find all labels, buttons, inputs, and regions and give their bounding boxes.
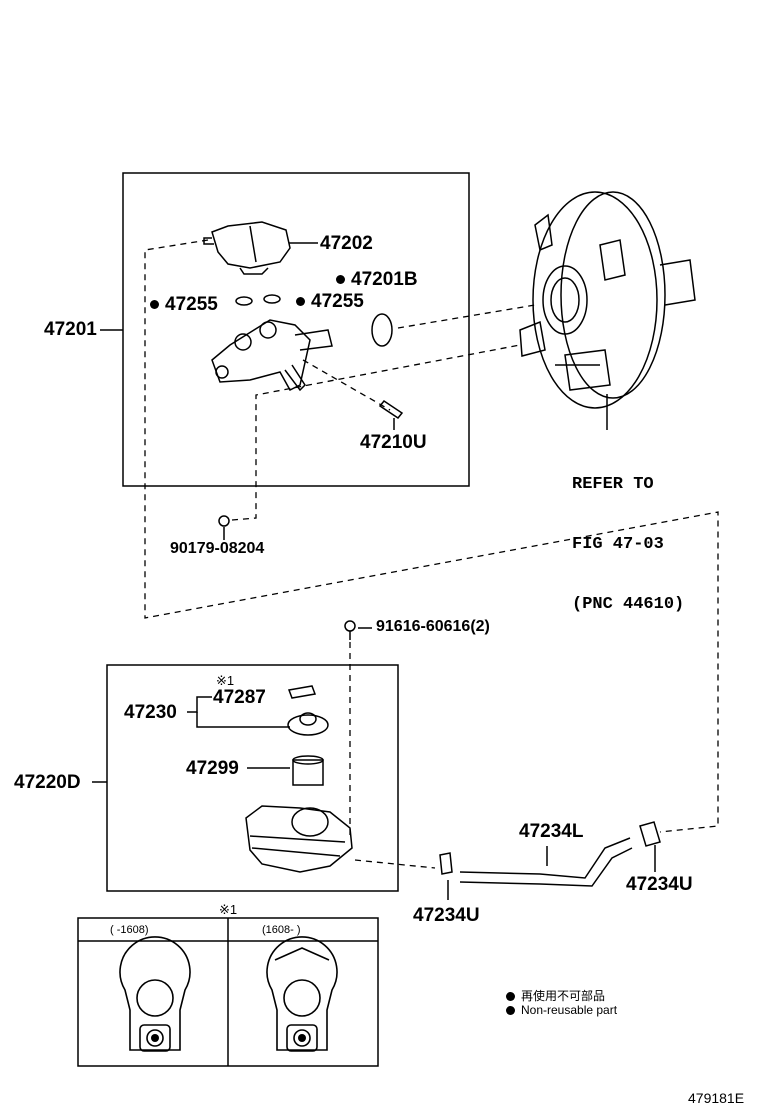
legend-en: Non-reusable part xyxy=(506,1003,617,1017)
refer-line-1: REFER TO xyxy=(572,475,654,494)
legend-jp: 再使用不可部品 xyxy=(506,987,605,1004)
refer-note[interactable]: REFER TO FIG 47-03 (PNC 44610) xyxy=(572,435,684,635)
legend-dot-icon xyxy=(506,992,515,1002)
part-47234l-label[interactable]: 47234L xyxy=(519,821,584,842)
legend-dot-icon xyxy=(506,1006,515,1016)
part-47202-label[interactable]: 47202 xyxy=(320,233,373,254)
part-47220d-label[interactable]: 47220D xyxy=(14,772,81,793)
non-reusable-dot-icon xyxy=(296,297,305,307)
refer-line-2: FIG 47-03 xyxy=(572,535,664,554)
reservoir-box xyxy=(106,664,399,892)
refer-line-3: (PNC 44610) xyxy=(572,595,685,614)
part-47201b-text: 47201B xyxy=(351,269,418,290)
legend-jp-text: 再使用不可部品 xyxy=(521,989,606,1003)
part-47255-right-label[interactable]: 47255 xyxy=(296,292,364,311)
part-47201-label[interactable]: 47201 xyxy=(44,319,97,340)
non-reusable-dot-icon xyxy=(336,275,345,285)
part-91616-label[interactable]: 91616-60616(2) xyxy=(376,618,490,635)
note-mark-lower: ※1 xyxy=(219,902,238,917)
part-47210u-label[interactable]: 47210U xyxy=(360,432,427,453)
non-reusable-dot-icon xyxy=(150,300,159,310)
legend-en-text: Non-reusable part xyxy=(521,1003,618,1017)
part-47201b-label[interactable]: 47201B xyxy=(336,270,418,289)
part-47255-left-label[interactable]: 47255 xyxy=(150,295,218,314)
part-90179-label[interactable]: 90179-08204 xyxy=(170,540,265,557)
variant-right-header: (1608- ) xyxy=(262,924,301,936)
note-mark-upper: ※1 xyxy=(216,673,235,688)
part-47299-label[interactable]: 47299 xyxy=(186,758,239,779)
variant-left-header: ( -1608) xyxy=(110,924,149,936)
figure-number: 479181E xyxy=(688,1090,745,1106)
part-47255-right-text: 47255 xyxy=(311,291,364,312)
part-47255-left-text: 47255 xyxy=(165,294,218,315)
part-47287-label[interactable]: 47287 xyxy=(213,687,266,708)
part-47234u-right-label[interactable]: 47234U xyxy=(626,874,693,895)
part-47230-label[interactable]: 47230 xyxy=(124,702,177,723)
part-47234u-left-label[interactable]: 47234U xyxy=(413,905,480,926)
